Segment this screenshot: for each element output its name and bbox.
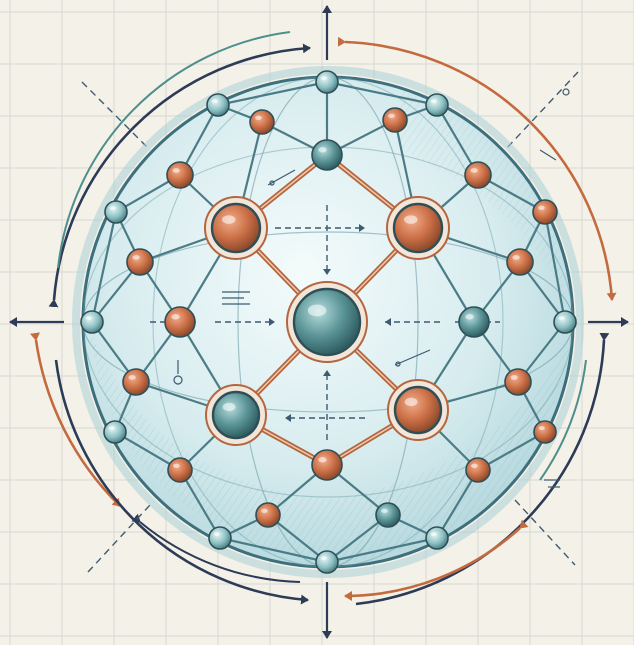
atom-node-icon xyxy=(206,385,266,445)
atom-node-icon xyxy=(376,503,400,527)
atom-node-icon xyxy=(105,201,127,223)
atom-node-icon xyxy=(168,458,192,482)
atom-node-icon xyxy=(256,503,280,527)
atom-node-icon xyxy=(459,307,489,337)
atom-node-icon xyxy=(507,249,533,275)
atom-node-icon xyxy=(167,162,193,188)
atom-node-icon xyxy=(209,527,231,549)
atom-node-icon xyxy=(426,94,448,116)
atom-node-icon xyxy=(554,311,576,333)
atom-node-icon xyxy=(387,197,449,259)
atom-node-icon xyxy=(127,249,153,275)
atom-node-icon xyxy=(388,380,448,440)
atom-node-icon xyxy=(81,311,103,333)
central-atom-icon xyxy=(287,282,367,362)
atom-node-icon xyxy=(534,421,556,443)
atom-node-icon xyxy=(104,421,126,443)
atom-node-icon xyxy=(312,450,342,480)
atom-node-icon xyxy=(533,200,557,224)
atom-node-icon xyxy=(205,197,267,259)
atom-node-icon xyxy=(426,527,448,549)
atom-node-icon xyxy=(466,458,490,482)
atom-node-icon xyxy=(383,108,407,132)
atom-node-icon xyxy=(207,94,229,116)
atom-node-icon xyxy=(165,307,195,337)
atom-node-icon xyxy=(465,162,491,188)
atom-node-icon xyxy=(312,140,342,170)
atom-node-icon xyxy=(250,110,274,134)
atom-node-icon xyxy=(505,369,531,395)
atom-node-icon xyxy=(123,369,149,395)
atom-node-icon xyxy=(316,71,338,93)
atom-node-icon xyxy=(316,551,338,573)
